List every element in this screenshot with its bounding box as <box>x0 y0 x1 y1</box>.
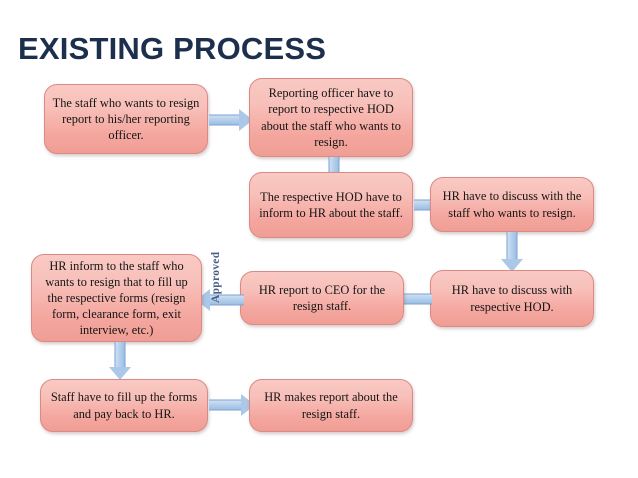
arrow-right-icon-staff-to-reporting-officer <box>209 108 253 132</box>
node-label: Staff have to fill up the forms and pay … <box>50 390 198 421</box>
node-label: HR have to discuss with respective HOD. <box>451 283 573 314</box>
process-node-hr-report-ceo[interactable]: HR report to CEO for the resign staff. <box>240 271 404 325</box>
process-node-hr-discuss-staff[interactable]: HR have to discuss with the staff who wa… <box>430 177 594 232</box>
page-title: EXISTING PROCESS <box>18 31 327 66</box>
node-label: Reporting officer have to report to resp… <box>261 86 401 149</box>
node-label: HR have to discuss with the staff who wa… <box>442 189 582 220</box>
arrow-shaft <box>328 157 340 173</box>
arrow-shaft <box>506 232 518 260</box>
process-node-staff-fill-forms[interactable]: Staff have to fill up the forms and pay … <box>40 379 208 432</box>
arrow-shaft <box>209 399 242 411</box>
process-node-hod-inform-hr[interactable]: The respective HOD have to inform to HR … <box>249 172 413 238</box>
arrow-down-icon-hr-inform-to-staff-fill <box>107 342 133 380</box>
process-node-reporting-officer-hod[interactable]: Reporting officer have to report to resp… <box>249 78 413 157</box>
node-label: The staff who wants to resign report to … <box>52 95 200 143</box>
node-label: The respective HOD have to inform to HR … <box>259 189 403 220</box>
arrow-head <box>109 367 131 380</box>
arrow-shaft <box>399 293 432 305</box>
node-label: HR report to CEO for the resign staff. <box>258 282 386 313</box>
arrow-shaft <box>209 114 241 126</box>
arrow-head <box>501 259 523 272</box>
arrow-down-icon-hr-staff-to-hr-hod <box>499 232 525 272</box>
node-label: HR inform to the staff who wants to resi… <box>45 258 188 338</box>
node-label: HR makes report about the resign staff. <box>264 390 398 421</box>
arrow-shaft <box>209 294 244 306</box>
process-node-staff-resign-report[interactable]: The staff who wants to resign report to … <box>44 84 208 154</box>
process-node-hr-makes-report[interactable]: HR makes report about the resign staff. <box>249 379 413 432</box>
arrow-shaft <box>114 342 126 368</box>
process-node-hr-inform-forms[interactable]: HR inform to the staff who wants to resi… <box>31 254 202 342</box>
process-node-hr-discuss-hod[interactable]: HR have to discuss with respective HOD. <box>430 270 594 327</box>
approved-label: Approved <box>210 251 222 303</box>
